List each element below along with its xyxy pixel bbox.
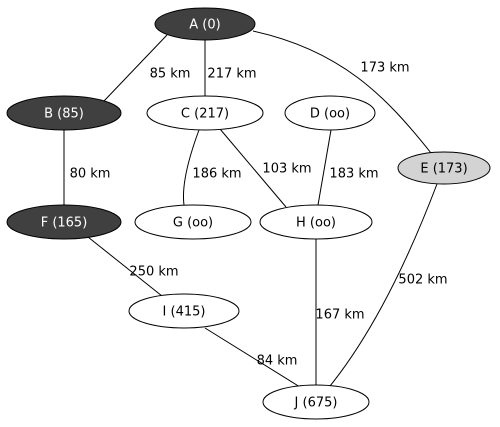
edge-label: 217 km: [207, 67, 256, 82]
edge-a-b: 85 km: [103, 34, 191, 102]
node-label: C (217): [181, 107, 229, 122]
node-label: G (oo): [173, 216, 213, 231]
node-label: A (0): [189, 18, 220, 33]
node-label: H (oo): [296, 216, 336, 231]
edge-line: [329, 183, 438, 387]
node-label: B (85): [44, 107, 84, 122]
edge-line: [204, 327, 301, 388]
node-ellipse: [284, 95, 376, 131]
node-label: I (415): [163, 305, 206, 320]
edge-line: [103, 34, 168, 102]
node-ellipse: [6, 204, 122, 240]
node-f: F (165): [6, 204, 122, 240]
node-b: B (85): [6, 95, 122, 131]
edge-label: 84 km: [257, 354, 298, 369]
node-a: A (0): [154, 7, 256, 41]
edge-b-f: 80 km: [63, 130, 111, 205]
node-label: J (675): [294, 396, 338, 411]
edge-label: 80 km: [70, 167, 111, 182]
node-ellipse: [134, 204, 252, 240]
node-h: H (oo): [259, 204, 373, 240]
node-ellipse: [262, 384, 370, 420]
edge-d-h: 183 km: [317, 129, 379, 206]
edge-label: 183 km: [329, 167, 378, 182]
node-label: F (165): [41, 216, 88, 231]
edge-a-c: 217 km: [204, 40, 257, 96]
nodes-layer: A (0) B (85) C (217) D (oo) E (173) F (165) G …: [6, 7, 491, 420]
edge-label: 85 km: [150, 67, 191, 82]
node-ellipse: [397, 151, 491, 185]
edge-label: 103 km: [262, 162, 311, 177]
edge-line: [87, 236, 163, 297]
edge-line: [252, 30, 432, 154]
node-label: D (oo): [310, 107, 350, 122]
edge-label: 186 km: [192, 167, 241, 182]
node-i: I (415): [128, 293, 240, 329]
edge-line: [183, 129, 200, 206]
node-ellipse: [154, 7, 256, 41]
node-g: G (oo): [134, 204, 252, 240]
edges-layer: 85 km 217 km 173 km 80 km 186 km 103 km 183 km…: [63, 30, 448, 388]
edge-i-j: 84 km: [204, 327, 301, 388]
edge-line: [317, 129, 332, 206]
edge-label: 250 km: [129, 265, 178, 280]
node-e: E (173): [397, 151, 491, 185]
edge-h-j: 167 km: [315, 239, 365, 385]
edge-label: 167 km: [315, 308, 364, 323]
edge-c-h: 103 km: [219, 128, 312, 208]
node-ellipse: [128, 293, 240, 329]
edge-a-e: 173 km: [252, 30, 432, 154]
edge-label: 502 km: [398, 273, 447, 288]
edge-e-j: 502 km: [329, 183, 448, 387]
edge-label: 173 km: [360, 61, 409, 76]
node-ellipse: [146, 95, 264, 131]
node-d: D (oo): [284, 95, 376, 131]
node-j: J (675): [262, 384, 370, 420]
edge-c-g: 186 km: [183, 129, 242, 206]
node-c: C (217): [146, 95, 264, 131]
node-label: E (173): [420, 162, 467, 177]
edge-f-i: 250 km: [87, 236, 179, 297]
edge-line: [219, 128, 287, 208]
node-ellipse: [6, 95, 122, 131]
node-ellipse: [259, 204, 373, 240]
